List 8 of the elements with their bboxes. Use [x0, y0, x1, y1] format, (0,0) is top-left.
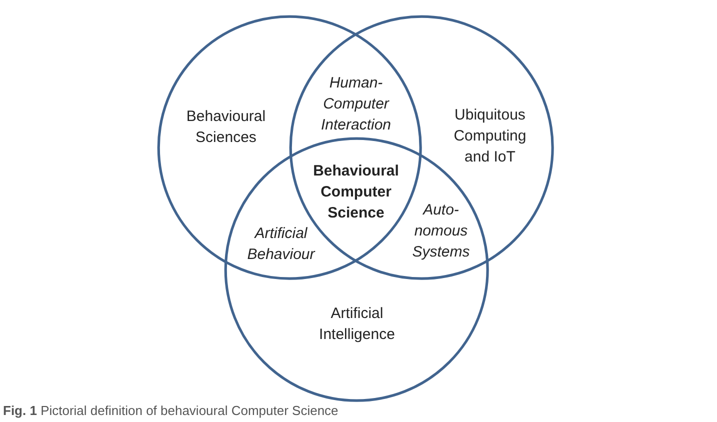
overlap-label: Artificial Behaviour: [247, 225, 315, 263]
set-label: Artificial Intelligence: [319, 304, 395, 343]
set-label: Behavioural Sciences: [186, 108, 266, 146]
figure-caption: Fig. 1 Pictorial definition of behavioural Computer Science: [3, 403, 338, 419]
overlap-label: Human-Computer Interaction: [320, 74, 392, 134]
set-label: Ubiquitous Computing and IoT: [454, 106, 526, 166]
overlap-label: Auto-nomous Systems: [412, 202, 470, 260]
overlap-label: Behavioural Computer Science: [313, 162, 399, 222]
